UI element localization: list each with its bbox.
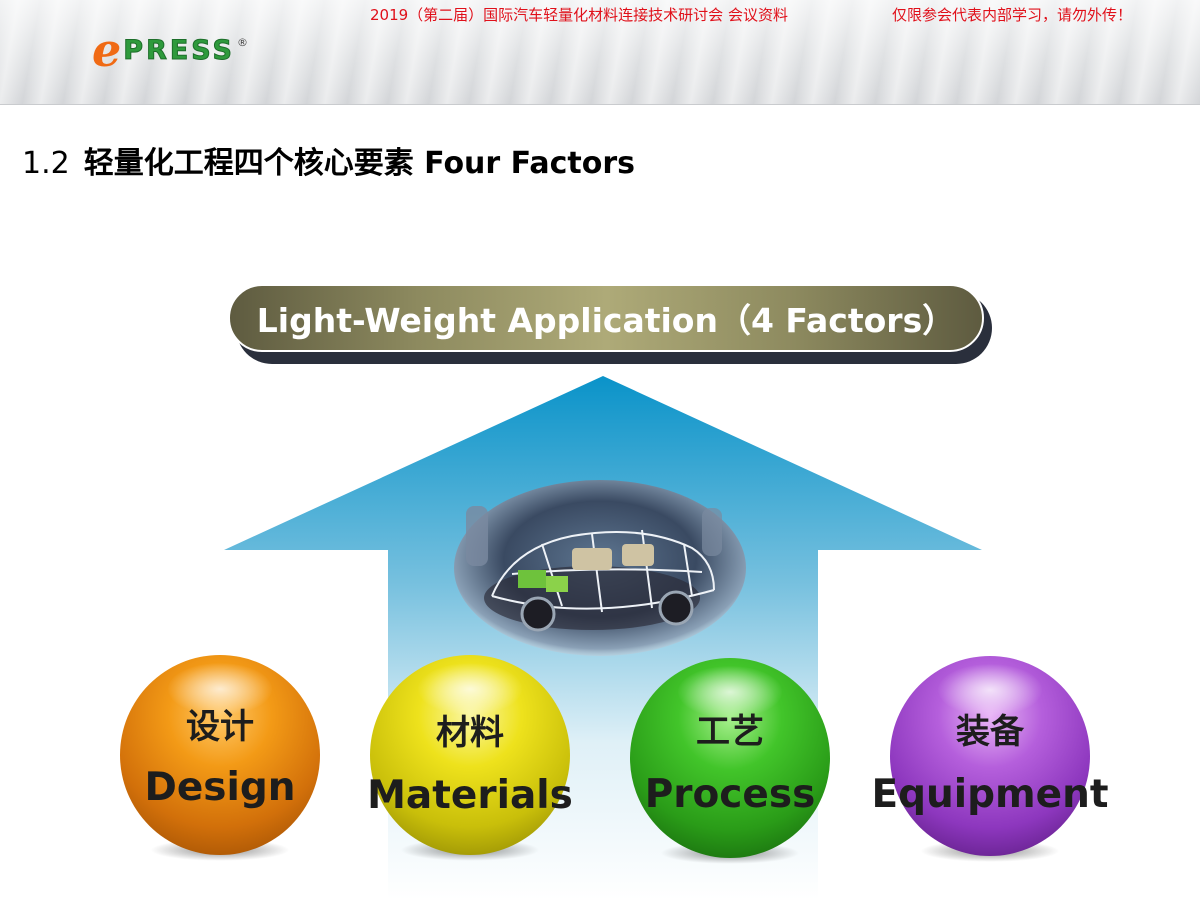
slide-title-text: 轻量化工程四个核心要素 Four Factors	[83, 146, 636, 181]
factor-cn-label: 工艺	[696, 712, 764, 752]
factor-en-label: Design	[144, 765, 296, 810]
factors-banner: Light-Weight Application（4 Factors）	[228, 284, 984, 352]
sphere-highlight	[168, 663, 272, 715]
factor-cn-label: 装备	[956, 712, 1024, 752]
factor-equipment: 装备 Equipment	[871, 656, 1109, 862]
header-band: 2019（第二届）国际汽车轻量化材料连接技术研讨会 会议资料 仅限参会代表内部学…	[0, 0, 1200, 105]
sphere-highlight	[678, 666, 782, 718]
sphere-highlight	[938, 664, 1042, 716]
header-note-left: 2019（第二届）国际汽车轻量化材料连接技术研讨会 会议资料	[370, 6, 788, 24]
slide-number: 1.2	[22, 146, 70, 181]
factor-cn-label: 设计	[186, 707, 254, 747]
logo-registered-mark: ®	[236, 36, 248, 49]
factor-design: 设计 Design	[120, 655, 320, 861]
factor-cn-label: 材料	[436, 713, 504, 753]
epress-logo: e PRESS ®	[92, 23, 248, 77]
factor-en-label: Equipment	[871, 772, 1109, 817]
slide-title: 1.2 轻量化工程四个核心要素 Four Factors	[22, 138, 635, 182]
sphere-highlight	[418, 663, 522, 715]
logo-press-text: PRESS	[123, 34, 235, 66]
logo-e-letter: e	[92, 23, 122, 77]
factor-en-label: Materials	[367, 773, 573, 818]
car-frame-photo	[454, 480, 746, 656]
factor-en-label: Process	[644, 772, 816, 817]
factor-process: 工艺 Process	[630, 658, 830, 864]
banner-label: Light-Weight Application（4 Factors）	[256, 301, 956, 340]
factor-materials: 材料 Materials	[367, 655, 573, 861]
header-note-right: 仅限参会代表内部学习，请勿外传！	[892, 6, 1133, 24]
